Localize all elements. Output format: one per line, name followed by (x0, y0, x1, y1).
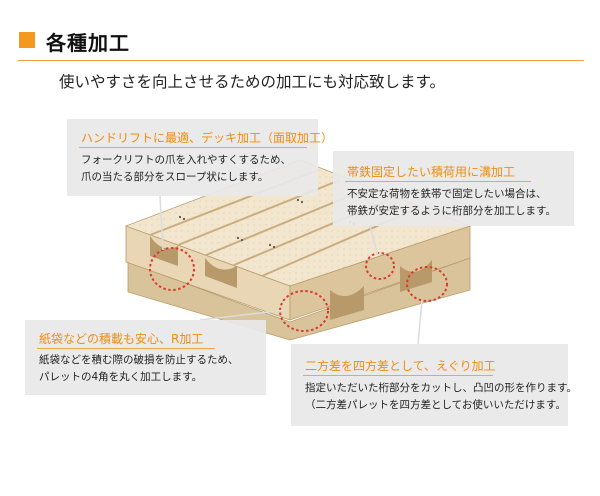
callout-title: 帯鉄固定したい積荷用に溝加工 (347, 165, 516, 179)
callout-notch: 二方差を四方差として、えぐり加工 指定いただいた桁部分をカットし、凸凹の形を作り… (291, 344, 577, 426)
section-title: 各種加工 (46, 31, 130, 55)
callout-body: フォークリフトの爪を入れやすくするため、 爪の当たる部分をスロープ状にします。 (81, 154, 291, 183)
callout-title: ハンドリフトに最適、デッキ加工（面取加工） (81, 131, 334, 145)
callout-title: 二方差を四方差として、えぐり加工 (305, 359, 496, 373)
callout-body: 不安定な荷物を鉄帯で固定したい場合は、 帯鉄が安定するように桁部分を加工します。 (347, 188, 556, 217)
callout-body: 紙袋などを積む際の破損を防止するため、 パレットの4角を丸く加工します。 (39, 354, 239, 383)
section-subtitle: 使いやすさを向上させるための加工にも対応致します。 (59, 73, 445, 91)
callout-round-corner: 紙袋などの積載も安心、R加工 紙袋などを積む際の破損を防止するため、 パレットの… (25, 320, 266, 395)
callout-underline (303, 375, 493, 376)
callout-underline (79, 147, 307, 148)
callout-underline (345, 181, 531, 182)
callout-underline (37, 348, 215, 349)
callout-title: 紙袋などの積載も安心、R加工 (39, 332, 204, 346)
callout-deck-chamfer: ハンドリフトに最適、デッキ加工（面取加工） フォークリフトの爪を入れやすくするた… (67, 119, 333, 196)
section-header: 各種加工 (0, 0, 600, 70)
highlight-circles (149, 247, 448, 332)
header-divider (18, 60, 584, 61)
callout-groove: 帯鉄固定したい積荷用に溝加工 不安定な荷物を鉄帯で固定したい場合は、 帯鉄が安定… (333, 151, 574, 226)
callout-body: 指定いただいた桁部分をカットし、凸凹の形を作ります。 （二方差パレットを四方差と… (305, 382, 577, 411)
leader-lines (159, 195, 423, 345)
header-marker (19, 32, 35, 48)
